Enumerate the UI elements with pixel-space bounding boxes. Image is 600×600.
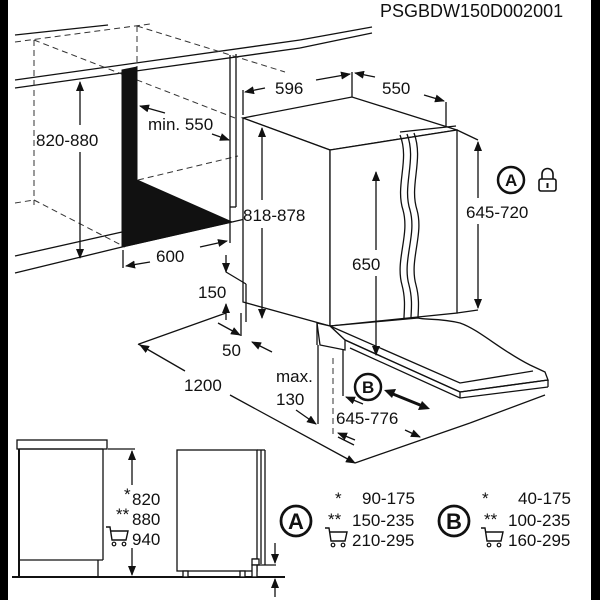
table-b-label: B	[446, 509, 462, 534]
appliance-depth-label: 550	[382, 79, 410, 98]
appliance-width-label: 596	[275, 79, 303, 98]
niche-height-label: 820-880	[36, 131, 98, 150]
double-arrow-icon	[384, 389, 430, 410]
table-b-row-1-prefix: *	[482, 489, 489, 508]
table-a-row-2-value: 150-235	[352, 511, 414, 530]
appliance-side-view	[176, 449, 279, 597]
table-b-row-2-value: 100-235	[508, 511, 570, 530]
table-b-row-2-prefix: **	[484, 510, 498, 529]
table-b: B * 40-175 ** 100-235 160-295	[437, 489, 571, 550]
shopping-cart-icon	[481, 527, 504, 548]
niche-width-label: 600	[156, 247, 184, 266]
table-a-row-2-prefix: **	[328, 510, 342, 529]
plinth-max-label: max.	[276, 367, 313, 386]
marker-a-circle	[496, 165, 526, 195]
side-height-1-value: 820	[132, 490, 160, 509]
table-a-label: A	[288, 509, 304, 534]
table-a-row-3-value: 210-295	[352, 531, 414, 550]
appliance-height-label: 818-878	[243, 206, 305, 225]
shopping-cart-icon	[325, 527, 348, 548]
table-a-row-1-prefix: *	[335, 489, 342, 508]
dishwasher-dimensions: 596 550 818-878 650 645-720 A 150	[137, 70, 557, 464]
plinth-offset-label: 50	[222, 341, 241, 360]
product-code: PSGBDW150D002001	[380, 1, 563, 21]
shopping-cart-icon	[106, 526, 129, 547]
table-b-row-1-value: 40-175	[518, 489, 571, 508]
cabinet-side-view: * 820 ** 880 940	[12, 439, 285, 578]
table-a: A * 90-175 ** 150-235 210-295	[279, 489, 415, 550]
right-border	[591, 0, 600, 600]
table-b-circle	[437, 504, 471, 538]
table-a-row-1-value: 90-175	[362, 489, 415, 508]
niche-depth-label: min. 550	[148, 115, 213, 134]
dishwasher-drawing	[240, 96, 549, 399]
lock-icon	[538, 167, 557, 192]
niche-drawing	[14, 23, 373, 274]
inner-height-label: 650	[352, 255, 380, 274]
table-b-row-3-value: 160-295	[508, 531, 570, 550]
table-a-circle	[279, 504, 313, 538]
side-height-3-value: 940	[132, 530, 160, 549]
marker-b-circle	[353, 372, 383, 402]
niche-dimensions: 820-880 min. 550 600	[36, 81, 231, 269]
side-height-2-value: 880	[132, 510, 160, 529]
side-height-2-prefix: **	[116, 505, 130, 524]
side-height-1-prefix: *	[124, 485, 131, 504]
door-adjust-label: 645-776	[336, 409, 398, 428]
door-panel-height-label: 645-720	[466, 203, 528, 222]
marker-a-label: A	[505, 171, 517, 190]
plinth-max-value: 130	[276, 390, 304, 409]
door-clearance-label: 1200	[184, 376, 222, 395]
left-border	[0, 0, 8, 600]
plinth-height-label: 150	[198, 283, 226, 302]
marker-b-label: B	[362, 378, 374, 397]
